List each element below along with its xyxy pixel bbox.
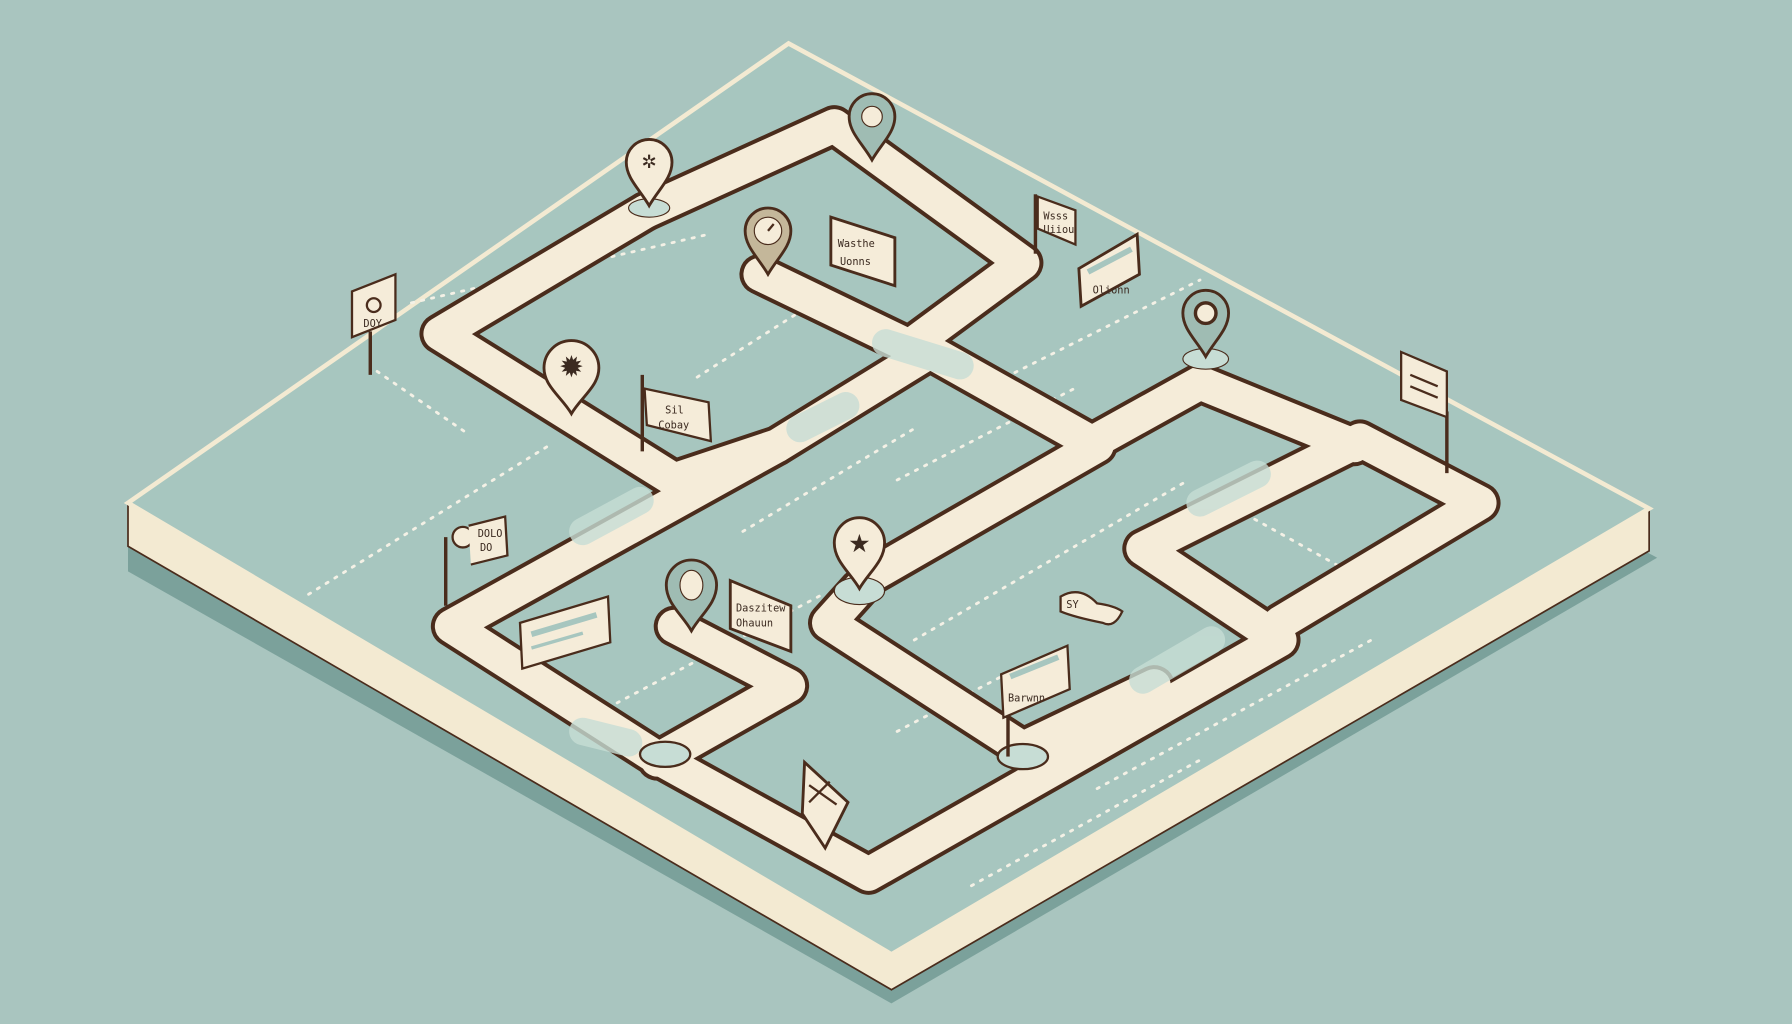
road-marker-bottom-left (638, 740, 692, 768)
person-icon (861, 105, 883, 128)
star-icon: ★ (848, 529, 871, 558)
circle-icon (679, 569, 704, 601)
svg-text:Wasthe: Wasthe (838, 238, 875, 250)
svg-text:Uiiou: Uiiou (1043, 224, 1074, 236)
svg-text:Ohauun: Ohauun (736, 617, 773, 629)
pin-compass[interactable]: ✲ (624, 138, 674, 218)
speech-bubble: SY (1059, 591, 1124, 626)
svg-text:Wsss: Wsss (1043, 210, 1068, 222)
svg-text:Cobay: Cobay (658, 420, 689, 432)
svg-text:Olionn: Olionn (1093, 285, 1130, 297)
sign-box-center: Wasthe Uonns (829, 215, 897, 288)
sign-box-lower: Daszitew Ohauun (728, 578, 793, 654)
road-marker-bottom (996, 742, 1050, 771)
svg-text:Sil: Sil (665, 405, 684, 417)
svg-text:SY: SY (1066, 599, 1078, 611)
pin-circle[interactable] (664, 558, 719, 634)
sign-right-pole (1400, 350, 1449, 474)
target-icon (1193, 301, 1218, 326)
sign-box-lower-left (518, 595, 612, 671)
pin-star[interactable]: ★ (832, 516, 887, 606)
svg-text:Uonns: Uonns (840, 256, 871, 268)
envelope-icon (808, 780, 838, 806)
sign-flag-top-right: Wsss Uiiou (1033, 194, 1077, 254)
sign-flag-mid: Sil Cobay (640, 374, 713, 452)
compass-icon: ✲ (641, 152, 656, 173)
svg-text:DOLO: DOLO (478, 528, 503, 540)
svg-text:DOY: DOY (363, 318, 382, 330)
pin-envelope[interactable] (800, 759, 850, 851)
pin-burst[interactable]: ✹ (542, 339, 601, 417)
sign-flag-left: DOY (350, 272, 397, 375)
pin-target[interactable] (1181, 288, 1231, 370)
road-network (419, 105, 1501, 895)
pin-clock[interactable] (743, 206, 793, 278)
svg-text:DO: DO (480, 542, 492, 554)
sign-box-right: Olionn (1077, 231, 1141, 309)
burst-icon: ✹ (559, 350, 584, 385)
sign-flag-lower-left: DOLO DO (444, 515, 509, 606)
pin-person[interactable] (847, 92, 897, 163)
svg-text:Barwnn: Barwnn (1008, 693, 1045, 705)
sign-bottom: Barwnn (999, 644, 1071, 757)
svg-text:Daszitew: Daszitew (736, 602, 786, 614)
